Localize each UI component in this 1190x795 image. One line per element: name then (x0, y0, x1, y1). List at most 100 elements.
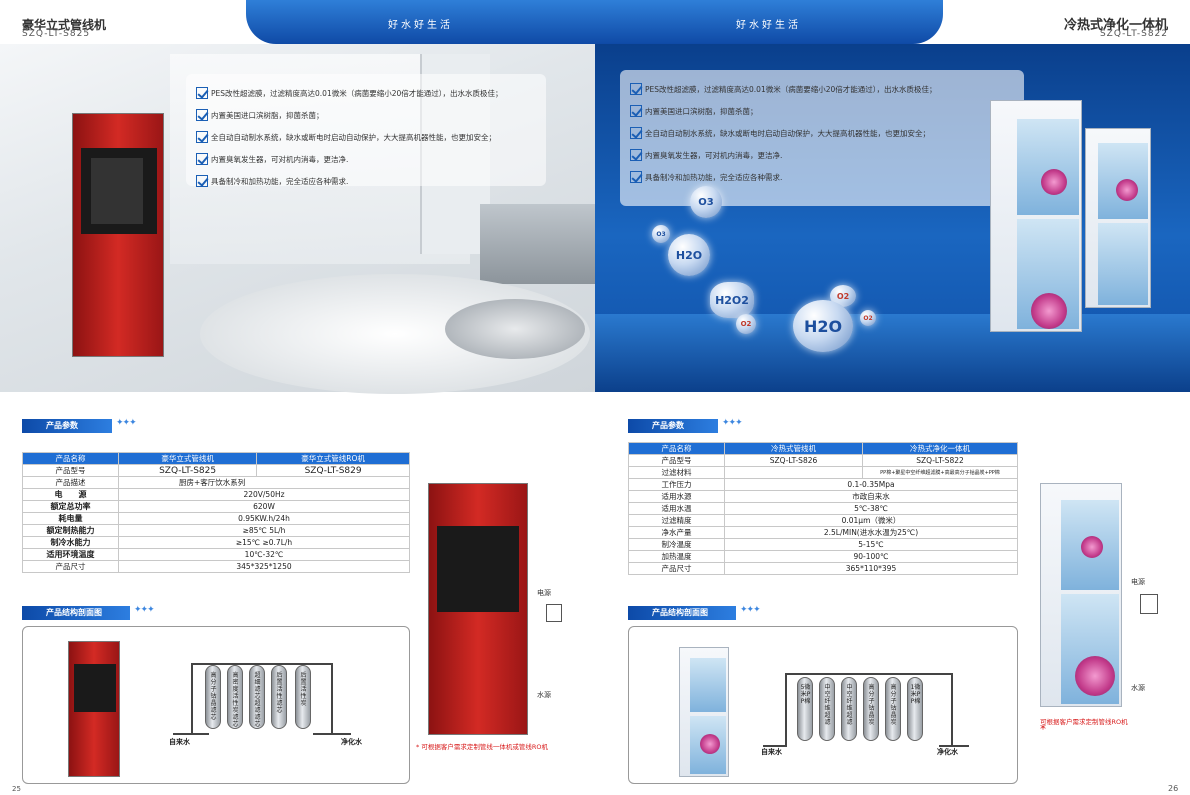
pipe (331, 663, 333, 733)
feature-item: 全自动自动制水系统，缺水或断电时启动自动保护，大大提高机器性能，也更加安全； (630, 122, 1014, 144)
filter-cartridge: 高分子钴晶炭 (885, 677, 901, 741)
sparkle-icon: ✦✦✦ (116, 418, 137, 428)
header-banner: 好水好生活 好水好生活 (246, 0, 943, 44)
left-custom-note: * 可根据客户需求定制管线一体机或管线RO机 (416, 743, 548, 751)
checkbox-icon (196, 153, 208, 165)
water-waves (595, 314, 1190, 392)
h2o-big-bubble: H2O (793, 300, 853, 352)
feature-item: 内置美国进口滨树脂，抑菌杀菌； (630, 100, 1014, 122)
asterisk-mark: * (1040, 722, 1046, 736)
feature-item: 具备制冷和加热功能，完全适应各种需求. (630, 166, 1014, 188)
white-purifier-cabinet-back (1085, 128, 1151, 308)
h2o-bubble: H2O (668, 234, 710, 276)
kitchen-tray (445, 299, 585, 359)
left-params-label: 产品参数 (22, 419, 112, 433)
power-label: 电源 (537, 589, 551, 597)
cabinet-glass-lower (1098, 223, 1148, 305)
left-structure-diagram: 高分子钴晶滤芯 高密度活性炭滤芯 超细滤芯超滤滤芯 后置活性滤芯 后置活性炭 自… (22, 626, 410, 784)
outlet-pipe (939, 745, 969, 747)
right-params-label: 产品参数 (628, 419, 718, 433)
filter-cartridge: 高分子钴晶滤芯 (205, 665, 221, 729)
table-row: 过滤材料 PP棉+聚星中空纤维超滤膜+高最高分子钴晶炭+PP棉 (628, 466, 1018, 479)
checkbox-icon (630, 149, 642, 161)
o2-small-bubble: O2 (860, 310, 876, 326)
banner-slogan-left: 好水好生活 (388, 20, 453, 31)
checkbox-icon (630, 105, 642, 117)
filter-cartridge: 高密度活性炭滤芯 (227, 665, 243, 729)
flower-decoration (1116, 179, 1138, 201)
table-row: 制冷水能力≥15℃ ≥0.7L/h (22, 536, 410, 549)
table-row: 产品型号 SZQ-LT-S825 SZQ-LT-S829 (22, 464, 410, 477)
right-structure-diagram: 5微米PP棉 中空纤维超滤 中空纤维超滤 高分子钴晶炭 高分子钴晶炭 1微米PP… (628, 626, 1018, 784)
white-cabinet-install (1040, 483, 1122, 707)
dispenser-kettle-area (91, 158, 143, 224)
checkbox-icon (196, 175, 208, 187)
kitchen-counter (480, 204, 595, 284)
feature-item: PES改性超滤膜，过滤精度高达0.01微米（病菌要缩小20倍才能通过），出水水质… (630, 78, 1014, 100)
right-structure-label: 产品结构剖面图 (628, 606, 736, 620)
table-row: 产品型号 SZQ-LT-S826 SZQ-LT-S822 (628, 454, 1018, 467)
feature-item: 内置臭氧发生器，可对机内消毒，更洁净. (196, 148, 536, 170)
checkbox-icon (196, 87, 208, 99)
checkbox-icon (196, 109, 208, 121)
inlet-label: 自来水 (169, 738, 190, 746)
table-row: 额定制热能力≥85℃ 5L/h (22, 524, 410, 537)
filter-cartridge: 高分子钴晶炭 (863, 677, 879, 741)
checkbox-icon (630, 127, 642, 139)
filter-cartridge: 5微米PP棉 (797, 677, 813, 741)
filter-cartridge: 中空纤维超滤 (841, 677, 857, 741)
flower-decoration (1041, 169, 1067, 195)
feature-item: 内置臭氧发生器，可对机内消毒，更洁净. (630, 144, 1014, 166)
right-custom-note: 可根据客户需求定制管线RO机 (1040, 718, 1128, 726)
o2-bubble-a: O2 (736, 314, 756, 334)
water-label: 水源 (537, 691, 551, 699)
right-page-title: 冷热式净化一体机 (1063, 18, 1168, 33)
table-row: 产品描述厨房+客厅饮水系列 (22, 476, 410, 489)
o3-bubble: O3 (690, 186, 722, 218)
filter-cartridge: 后置活性炭 (295, 665, 311, 729)
checkbox-icon (630, 171, 642, 183)
banner-slogan-right: 好水好生活 (736, 20, 801, 31)
pipe (785, 673, 953, 675)
table-header-row: 产品名称 冷热式管线机 冷热式净化一体机 (628, 442, 1018, 455)
white-purifier-cabinet-front (990, 100, 1082, 332)
sparkle-icon: ✦✦✦ (740, 605, 761, 615)
inlet-pipe (763, 745, 787, 747)
filter-cartridge: 超细滤芯超滤滤芯 (249, 665, 265, 729)
pipe (785, 673, 787, 745)
filter-cartridge: 中空纤维超滤 (819, 677, 835, 741)
right-feature-list: PES改性超滤膜，过滤精度高达0.01微米（病菌要缩小20倍才能通过），出水水质… (620, 70, 1024, 206)
left-structure-label: 产品结构剖面图 (22, 606, 130, 620)
sparkle-icon: ✦✦✦ (722, 418, 743, 428)
pipe (191, 663, 193, 733)
inlet-label: 自来水 (761, 748, 782, 756)
feature-item: 具备制冷和加热功能，完全适应各种需求. (196, 170, 536, 192)
pipe (951, 673, 953, 745)
left-feature-list: PES改性超滤膜，过滤精度高达0.01微米（病菌要缩小20倍才能通过），出水水质… (186, 74, 546, 187)
water-label: 水源 (1131, 684, 1145, 692)
filter-cartridge: 后置活性滤芯 (271, 665, 287, 729)
flower-decoration (1075, 656, 1115, 696)
checkbox-icon (196, 131, 208, 143)
outlet-label: 净化水 (341, 738, 362, 746)
right-page-model: SZQ-LT-S822 (1099, 29, 1168, 39)
filter-cartridge: 1微米PP棉 (907, 677, 923, 741)
page-number-left: 25 (12, 785, 21, 793)
red-dispenser-small (68, 641, 120, 777)
white-cabinet-small (679, 647, 729, 777)
o2-bubble-b: O2 (830, 285, 856, 307)
dispenser-door (74, 664, 116, 712)
red-dispenser-install (428, 483, 528, 735)
power-label: 电源 (1131, 578, 1145, 586)
left-page-title: 豪华立式管线机 (22, 18, 107, 32)
